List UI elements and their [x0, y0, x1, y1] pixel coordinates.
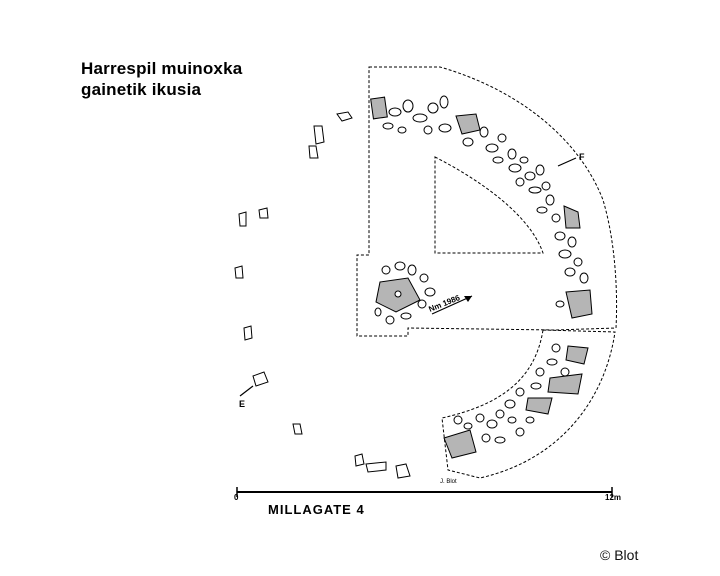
artist-mark: J. Blot [440, 479, 457, 485]
title-line-1: Harrespil muinoxka [81, 59, 243, 78]
stone-ring-lower [443, 343, 589, 459]
scale-end-label: 12m [605, 493, 621, 502]
stone-ring-upper [370, 95, 593, 319]
figure-title: Harrespil muinoxka gainetik ikusia [81, 58, 242, 100]
label-e: E [239, 399, 245, 409]
label-e-leader [239, 385, 254, 397]
unexcavated-sector-outline [434, 156, 544, 254]
label-f-leader [557, 157, 577, 167]
north-arrow [431, 295, 473, 315]
stone-scatter-west [234, 111, 411, 479]
scale-bar [236, 487, 613, 497]
copyright-credit: © Blot [600, 547, 639, 563]
label-f: F [579, 152, 585, 162]
title-line-2: gainetik ikusia [81, 80, 202, 99]
site-name: MILLAGATE 4 [268, 502, 365, 517]
stone-cluster-central [374, 261, 436, 325]
excavation-outline-lower [441, 329, 616, 479]
excavation-outline-upper [356, 66, 618, 337]
scale-start-label: 0 [234, 493, 239, 502]
